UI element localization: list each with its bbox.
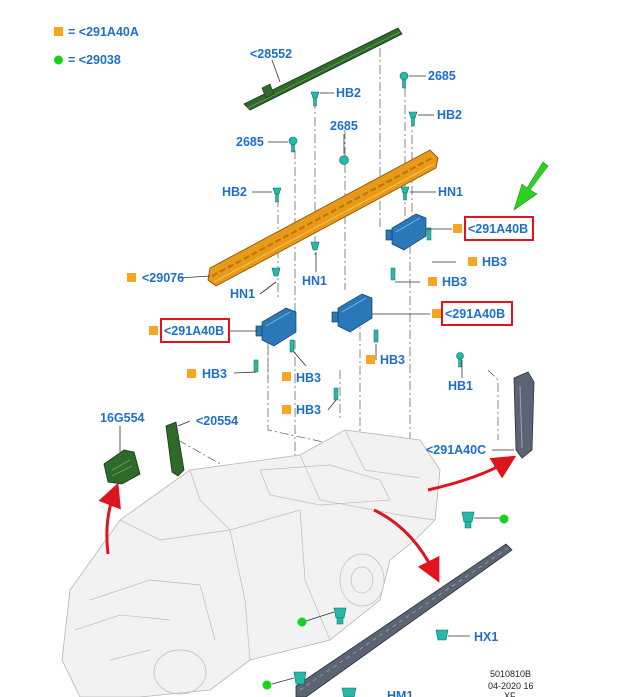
truck-illustration (61, 429, 441, 697)
legend-dot-label: = <29038 (68, 53, 121, 67)
label-28552: <28552 (250, 47, 292, 61)
label-hn1-right: HN1 (438, 185, 463, 199)
legend-square-label: = <291A40A (68, 25, 139, 39)
fasteners (253, 71, 475, 697)
step-bracket-right (385, 213, 427, 251)
label-291a40c: <291A40C (426, 443, 486, 457)
rear-step-bracket (513, 371, 535, 459)
label-hb3-f: HB3 (296, 403, 321, 417)
step-bracket-middle (331, 293, 373, 333)
label-291a40b-right: <291A40B (468, 222, 528, 236)
pillar-trim-part (165, 421, 185, 477)
label-hx1: HX1 (474, 630, 498, 644)
highlight-boxes (160, 216, 534, 343)
red-arrow-icon (373, 508, 440, 583)
label-291a40b-left: <291A40B (164, 324, 224, 338)
marker-squares (127, 224, 477, 414)
reference-code: 5010810B (490, 669, 531, 679)
green-arrow-icon (513, 161, 549, 211)
label-20554: <20554 (196, 414, 238, 428)
top-trim-strip (243, 27, 403, 111)
marker-dots (262, 514, 509, 690)
label-hb1: HB1 (448, 379, 473, 393)
legend-square-icon (54, 27, 63, 36)
label-hb3-d: HB3 (202, 367, 227, 381)
red-arrows (98, 455, 517, 583)
lower-side-garnish (295, 543, 513, 697)
legend-dot-icon (54, 55, 63, 65)
label-29076: <29076 (142, 271, 184, 285)
leader-lines (119, 59, 514, 685)
label-hb2-b: HB2 (437, 108, 462, 122)
front-panel-part (103, 449, 141, 485)
label-2685-left: 2685 (236, 135, 264, 149)
label-hm1: HM1 (387, 689, 413, 697)
legend: = <291A40A = <29038 (54, 25, 139, 67)
label-hb3-e: HB3 (296, 371, 321, 385)
running-board-step (207, 149, 439, 287)
label-291a40b-middle: <291A40B (445, 307, 505, 321)
label-hn1-left: HN1 (230, 287, 255, 301)
red-arrow-icon (98, 482, 121, 555)
label-2685-mid: 2685 (330, 119, 358, 133)
label-hb3-c: HB3 (380, 353, 405, 367)
reference-date: 04-2020 16 (488, 681, 534, 691)
label-hb3-a: HB3 (482, 255, 507, 269)
label-2685-top: 2685 (428, 69, 456, 83)
label-16g554: 16G554 (100, 411, 145, 425)
label-hb2-a: HB2 (336, 86, 361, 100)
label-hb3-b: HB3 (442, 275, 467, 289)
label-hn1-mid: HN1 (302, 274, 327, 288)
reference-tag: XF (504, 691, 516, 697)
reference-block: 5010810B 04-2020 16 XF (488, 669, 534, 697)
callout-labels: <28552 2685 HB2 HB2 2685 2685 HB2 HN1 <2… (100, 47, 528, 697)
red-arrow-icon (427, 455, 517, 492)
label-hb2-c: HB2 (222, 185, 247, 199)
